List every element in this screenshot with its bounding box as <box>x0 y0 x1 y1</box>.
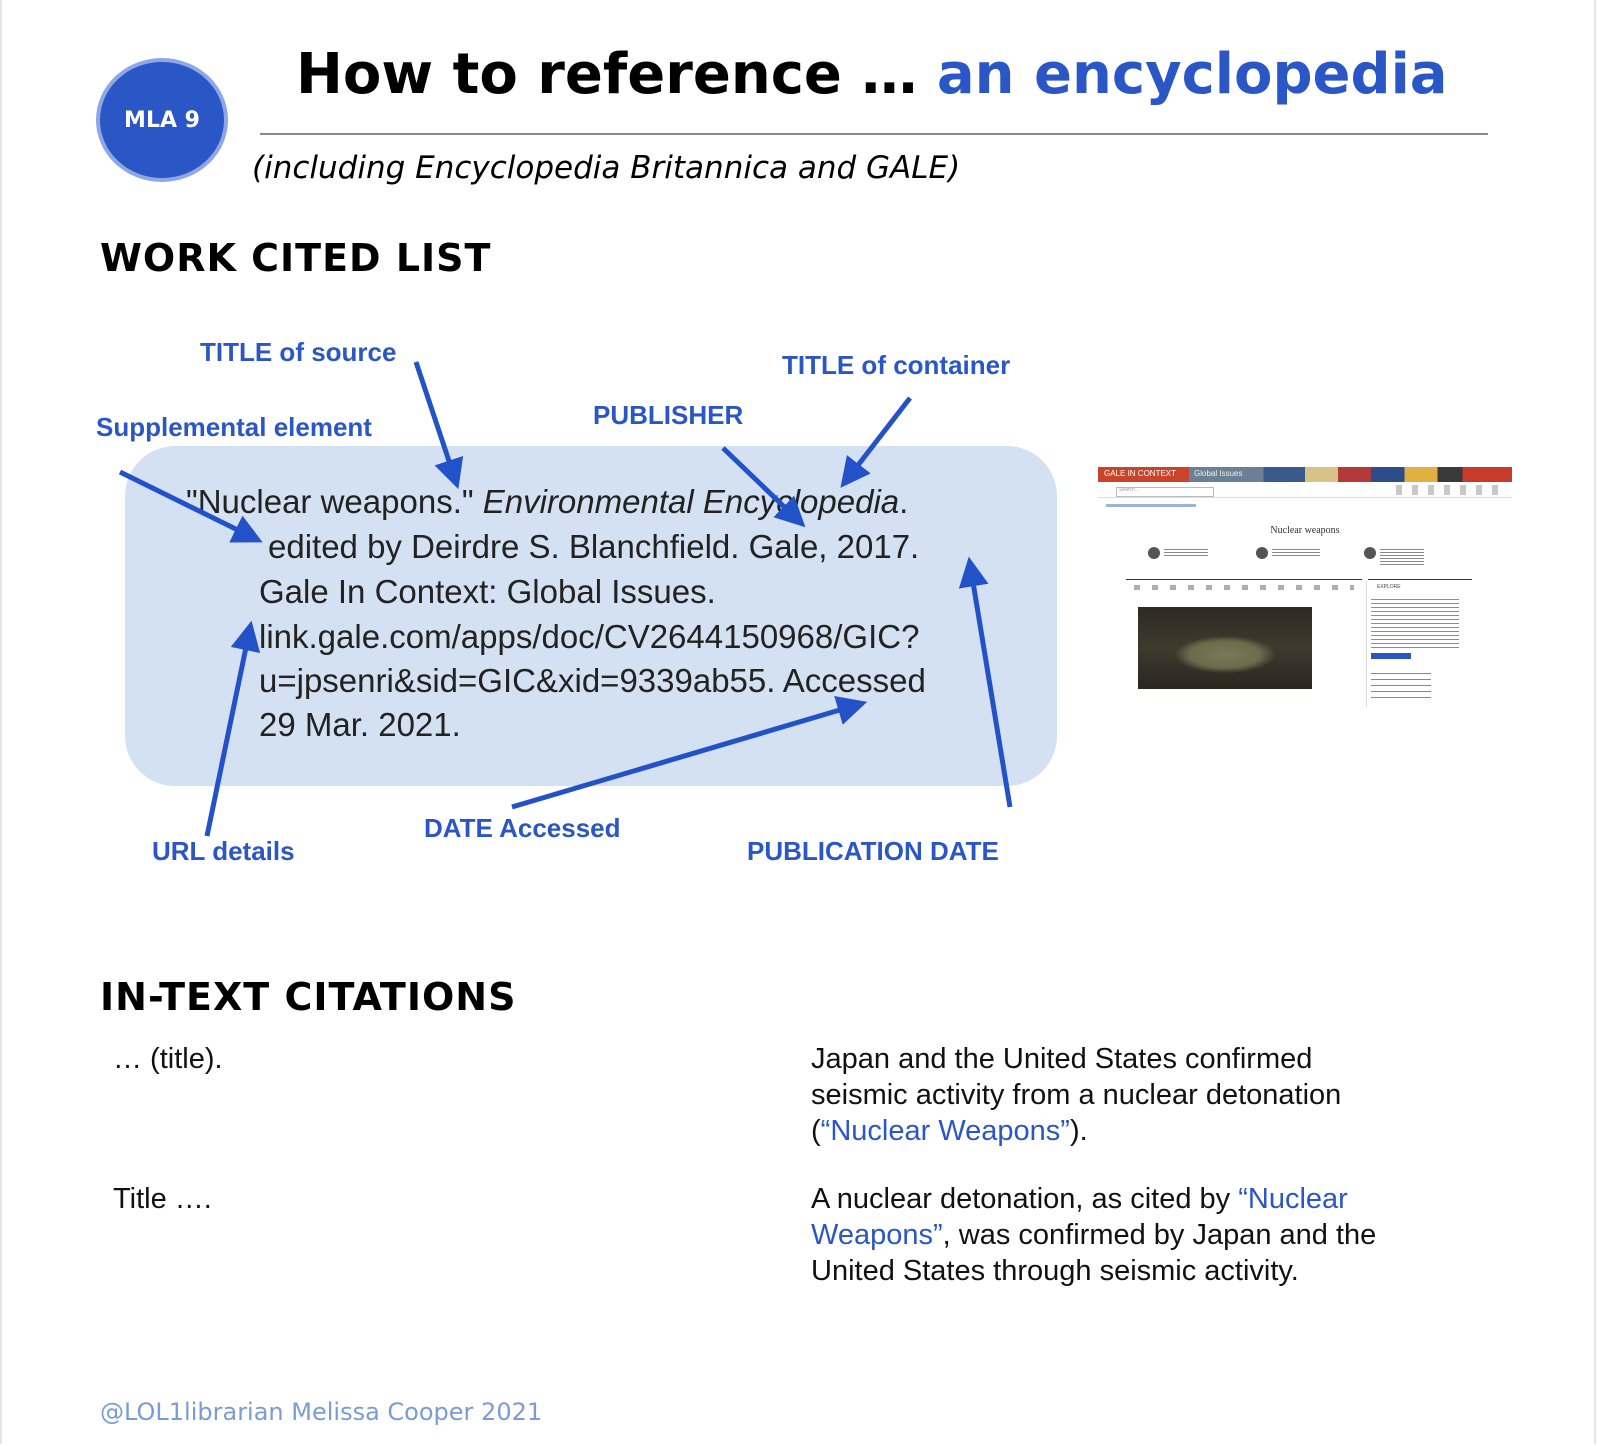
mla-badge: MLA 9 <box>100 62 224 178</box>
thumb-meta-text-1 <box>1164 549 1208 556</box>
citation-line-1-end: . <box>899 483 908 520</box>
label-publisher: PUBLISHER <box>593 400 743 430</box>
thumb-header-bar: GALE IN CONTEXT Global Issues <box>1098 467 1512 482</box>
thumb-toolbar-icons <box>1396 485 1506 495</box>
example2-intro: A nuclear detonation, as cited by <box>811 1183 1239 1215</box>
thumb-explore-divider <box>1368 579 1472 580</box>
arrow-title-of-container <box>840 396 912 488</box>
thumb-explore-more <box>1371 673 1431 703</box>
thumb-brand: GALE IN CONTEXT <box>1104 469 1177 478</box>
citation-line-4: link.gale.com/apps/doc/CV2644150968/GIC? <box>259 618 919 655</box>
thumb-explore-label: EXPLORE <box>1377 584 1401 590</box>
title-prefix: How to reference … <box>296 42 937 107</box>
thumb-search-box: Search... <box>1116 487 1214 497</box>
label-url-details: URL details <box>152 836 295 866</box>
thumb-content-divider <box>1126 579 1362 580</box>
thumb-divider <box>1098 497 1512 498</box>
subtitle: (including Encyclopedia Britannica and G… <box>252 150 961 186</box>
citation-line-5: u=jpsenri&sid=GIC&xid=9339ab55. Accessed <box>259 662 926 699</box>
arrow-supplemental-element <box>118 469 263 543</box>
mla-badge-label: MLA 9 <box>124 107 200 133</box>
example2-title-link-a: “Nuclear <box>1238 1183 1348 1215</box>
example1-line-2: seismic activity from a nuclear detonati… <box>811 1079 1342 1111</box>
thumb-search-placeholder: Search... <box>1119 487 1140 493</box>
example2-line-1: A nuclear detonation, as cited by “Nucle… <box>811 1181 1511 1217</box>
arrow-date-accessed <box>511 696 868 810</box>
in-text-heading: IN-TEXT CITATIONS <box>100 975 517 1019</box>
thumb-bomb-photo <box>1138 607 1312 689</box>
pattern-parenthetical: … (title). <box>113 1043 223 1075</box>
thumb-meta-icon-2 <box>1256 547 1268 559</box>
arrow-url-details <box>204 620 261 837</box>
label-date-accessed: DATE Accessed <box>424 813 621 843</box>
example1-title-link: “Nuclear Weapons” <box>820 1115 1070 1147</box>
example-narrative: A nuclear detonation, as cited by “Nucle… <box>811 1181 1511 1289</box>
example2-line-2: Weapons”, was confirmed by Japan and the <box>811 1217 1511 1253</box>
thumb-breadcrumb <box>1106 504 1196 507</box>
example1-line-1: Japan and the United States confirmed <box>811 1043 1313 1075</box>
example1-close-paren: ). <box>1069 1115 1088 1147</box>
example1-line-3: (“Nuclear Weapons”). <box>811 1113 1511 1149</box>
label-publication-date: PUBLICATION DATE <box>747 836 999 866</box>
thumb-explore-button <box>1371 653 1411 659</box>
label-supplemental-element: Supplemental element <box>96 412 372 442</box>
thumb-meta-text-2 <box>1272 549 1320 556</box>
example2-line-3: United States through seismic activity. <box>811 1255 1299 1287</box>
citation-line-2: edited by Deirdre S. Blanchfield. Gale, … <box>268 528 919 565</box>
arrow-publication-date <box>958 556 1013 808</box>
citation-line-3: Gale In Context: Global Issues. <box>259 573 716 610</box>
thumb-explore-panel: EXPLORE <box>1366 581 1473 707</box>
thumb-meta-icon-1 <box>1148 547 1160 559</box>
example-parenthetical: Japan and the United States confirmed se… <box>811 1041 1511 1149</box>
example2-middle: , was confirmed by Japan and the <box>942 1219 1377 1251</box>
thumb-doc-title: Nuclear weapons <box>1270 525 1340 536</box>
page-title: How to reference … an encyclopedia <box>296 40 1448 110</box>
citation-source-title: "Nuclear weapons." <box>186 483 483 520</box>
example2-title-link-b: Weapons” <box>811 1219 943 1251</box>
citation-container-title: Environmental Encyclopedia <box>483 483 899 520</box>
example1-open-paren: ( <box>811 1115 821 1147</box>
citation-box <box>125 446 1057 786</box>
works-cited-heading: WORK CITED LIST <box>100 236 492 280</box>
arrow-title-of-source <box>413 361 464 490</box>
label-title-of-container: TITLE of container <box>782 350 1010 380</box>
title-divider <box>260 133 1488 135</box>
label-title-of-source: TITLE of source <box>200 337 396 367</box>
footer-credit: @LOL1librarian Melissa Cooper 2021 <box>100 1398 543 1426</box>
thumb-collection: Global Issues <box>1194 469 1243 478</box>
citation-line-1: "Nuclear weapons." Environmental Encyclo… <box>186 483 908 520</box>
thumb-explore-links <box>1371 599 1459 649</box>
gale-screenshot-thumbnail: GALE IN CONTEXT Global Issues Search... … <box>1098 467 1512 707</box>
title-accent: an encyclopedia <box>936 42 1448 107</box>
thumb-meta-icon-3 <box>1364 547 1376 559</box>
thumb-tools-row <box>1134 585 1354 590</box>
citation-line-6: 29 Mar. 2021. <box>259 706 461 743</box>
arrow-publisher <box>721 446 806 528</box>
pattern-narrative: Title …. <box>113 1183 212 1215</box>
thumb-meta-text-3 <box>1380 549 1424 565</box>
